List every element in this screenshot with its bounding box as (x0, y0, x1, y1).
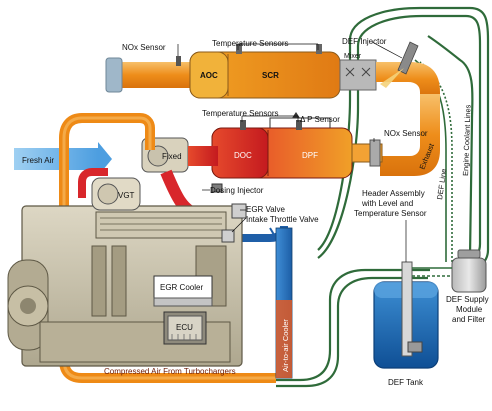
label-mixer: Mixer (344, 53, 362, 60)
compressed-air-loop (59, 113, 276, 383)
label-dpf: DPF (302, 151, 318, 160)
label-ecu: ECU (176, 323, 193, 332)
label-header-assembly-1: Header Assembly (362, 189, 425, 198)
engine-valve-cover (95, 211, 227, 239)
egr-cooler-unit (153, 275, 213, 307)
label-aoc: AOC (200, 71, 218, 80)
label-air-to-air-cooler: Air-to-air Cooler (281, 319, 290, 372)
label-vgt: VGT (118, 191, 135, 200)
temp-sensor-mid-2 (296, 120, 302, 130)
coolant-lines (276, 6, 490, 388)
right-exhaust-riser (380, 94, 440, 176)
def-header-assembly (401, 261, 413, 357)
doc-dpf-assembly (211, 112, 383, 179)
label-scr: SCR (262, 71, 279, 80)
def-supply-module (412, 249, 487, 293)
label-def-supply-1: DEF Supply (446, 295, 489, 304)
mixer-x-marks (345, 67, 371, 77)
label-fixed: Fixed (162, 152, 182, 161)
label-def-supply-3: and Filter (452, 315, 486, 324)
egr-valve-body (231, 203, 247, 219)
temp-sensor-mid-1 (240, 120, 246, 130)
label-doc: DOC (234, 151, 252, 160)
mixer-body (339, 59, 377, 91)
upper-pipe-flange (105, 57, 123, 93)
def-level-sensor (407, 341, 423, 353)
vgt-turbo (91, 177, 141, 211)
nox-sensor-mid-body (369, 139, 381, 167)
def-spray (380, 68, 404, 88)
label-nox-sensor-top: NOx Sensor (122, 43, 166, 52)
ecu-unit (163, 311, 207, 345)
label-egr-valve: EGR Valve (246, 205, 286, 214)
label-header-assembly-3: Temperature Sensor (354, 209, 427, 218)
fresh-air-inlet (14, 142, 112, 176)
label-delta-p-sensor: Δ P Sensor (300, 115, 340, 124)
dosing-injector-body (211, 183, 223, 193)
label-intake-throttle-valve: Intake Throttle Valve (246, 215, 319, 224)
label-temperature-sensors-mid: Temperature Sensors (202, 109, 278, 118)
label-def-injector: DEF Injector (342, 37, 387, 46)
intake-throttle-body (221, 229, 235, 243)
def-injector-nozzle (397, 41, 419, 75)
leader-lines (177, 41, 407, 262)
upper-exhaust-bend (376, 62, 440, 96)
temp-sensor-top-2 (316, 44, 322, 54)
temp-sensor-top-1 (236, 44, 242, 54)
label-engine-coolant-lines: Engine Coolant Lines (461, 104, 472, 176)
label-egr-cooler: EGR Cooler (160, 283, 203, 292)
label-nox-sensor-mid: NOx Sensor (384, 129, 428, 138)
label-temperature-sensors-top: Temperature Sensors (212, 39, 288, 48)
upper-exhaust-assembly (105, 41, 440, 99)
label-def-supply-2: Module (456, 305, 483, 314)
engine-fins (100, 217, 222, 231)
delta-p-sensor-icon (292, 112, 300, 118)
label-compressed-air: Compressed Air From Turbochargers (104, 367, 236, 376)
turbo-to-doc-pipe (188, 146, 218, 166)
def-tank (373, 261, 439, 369)
air-to-air-cooler (275, 227, 293, 379)
label-def-tank: DEF Tank (388, 378, 424, 387)
nox-sensor-top (176, 56, 181, 66)
label-dosing-injector: Dosing Injector (210, 186, 264, 195)
label-def-line: DEF Line (435, 168, 448, 200)
label-header-assembly-2: with Level and (361, 199, 413, 208)
label-fresh-air: Fresh Air (22, 156, 54, 165)
engine-pulley-hub (20, 298, 36, 314)
upper-inlet-pipe (118, 62, 198, 88)
